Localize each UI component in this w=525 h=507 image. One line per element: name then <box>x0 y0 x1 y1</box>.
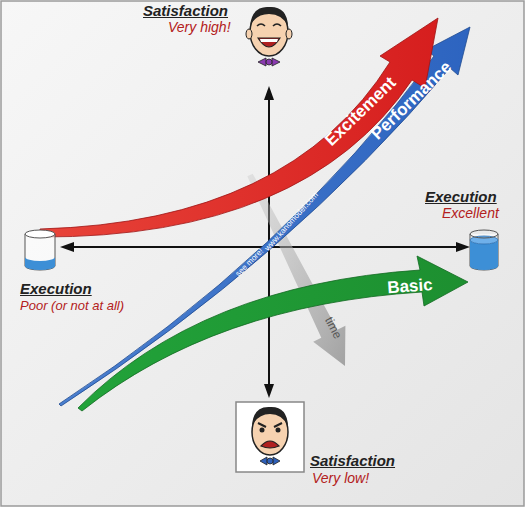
axis-heading: Satisfaction <box>310 453 395 470</box>
excellent-execution-glass <box>470 230 498 270</box>
axis-heading: Execution <box>20 281 92 298</box>
axis-arrowhead <box>264 384 274 398</box>
axes <box>60 86 470 398</box>
axis-value: Very low! <box>312 471 369 486</box>
axis-arrowhead <box>264 86 274 100</box>
axis-arrowhead <box>456 242 470 252</box>
axis-value: Poor (or not at all) <box>20 299 124 313</box>
axis-arrowhead <box>60 242 74 252</box>
axis-value: Very high! <box>168 20 231 35</box>
axis-value: Excellent <box>442 206 499 221</box>
axis-heading: Execution <box>425 189 497 206</box>
curve-label: Basic <box>387 276 434 298</box>
axis-heading: Satisfaction <box>143 3 228 20</box>
poor-execution-glass <box>25 230 55 270</box>
time-arrow <box>247 174 345 366</box>
happy-face <box>246 7 292 66</box>
unhappy-face <box>236 402 304 472</box>
basic-arrow <box>78 256 468 411</box>
